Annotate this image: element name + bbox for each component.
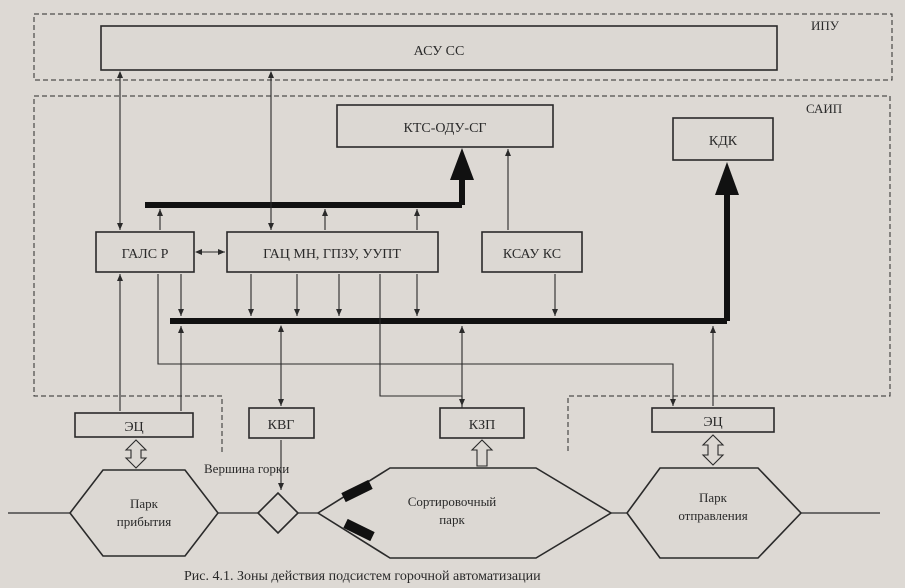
kzp-box[interactable]: [439, 407, 525, 439]
ets-right-box[interactable]: [651, 407, 775, 433]
retarder-upper: [341, 479, 373, 503]
arrival-yard-line2: прибытия: [117, 514, 171, 529]
sorting-yard-line1: Сортировочный: [408, 494, 497, 509]
departure-yard-line2: отправления: [678, 508, 747, 523]
gals-r-label: ГАЛС Р: [122, 247, 169, 262]
asu-ss-label: АСУ СС: [414, 44, 465, 59]
kvg-box[interactable]: [248, 407, 315, 439]
zone-saip-label: САИП: [806, 101, 842, 116]
zone-ipu-label: ИПУ: [811, 18, 840, 33]
ets-right-label: ЭЦ: [703, 415, 722, 430]
hump-diamond[interactable]: [256, 491, 300, 535]
asu-ss-box[interactable]: [100, 25, 778, 71]
connection-lines: [117, 71, 716, 490]
departure-yard-shape[interactable]: [626, 467, 803, 559]
ets-left-label: ЭЦ: [124, 420, 143, 435]
ksau-ks-label: КСАУ КС: [503, 247, 561, 262]
kzp-label: КЗП: [469, 418, 495, 433]
gats-box[interactable]: [226, 231, 439, 273]
sorting-yard-shape[interactable]: [316, 467, 613, 559]
gats-label: ГАЦ МН, ГПЗУ, УУПТ: [263, 247, 401, 262]
kts-odu-sg-box[interactable]: [336, 104, 554, 148]
arrival-yard-line1: Парк: [130, 496, 159, 511]
yard-link-arrows: [124, 434, 725, 469]
hump-label: Вершина горки: [204, 461, 289, 476]
sorting-yard-line2: парк: [439, 512, 465, 527]
figure-caption: Рис. 4.1. Зоны действия подсистем горочн…: [184, 569, 541, 584]
kts-odu-sg-label: КТС-ОДУ-СГ: [403, 121, 486, 136]
kdk-label: КДК: [709, 134, 738, 149]
kdk-box[interactable]: [672, 117, 774, 161]
retarder-lower: [343, 518, 375, 542]
gals-r-box[interactable]: [95, 231, 195, 273]
kvg-label: КВГ: [268, 418, 295, 433]
ksau-ks-box[interactable]: [481, 231, 583, 273]
zone-ipu-frame: [33, 13, 893, 81]
bus-to-kts-odu-sg-arrowhead: [450, 148, 474, 180]
zone-saip-frame: [33, 95, 891, 452]
departure-yard-line1: Парк: [699, 490, 728, 505]
arrival-yard-shape[interactable]: [68, 469, 220, 557]
bus-to-kdk-arrowhead: [715, 162, 739, 195]
ets-left-box[interactable]: [74, 412, 194, 438]
